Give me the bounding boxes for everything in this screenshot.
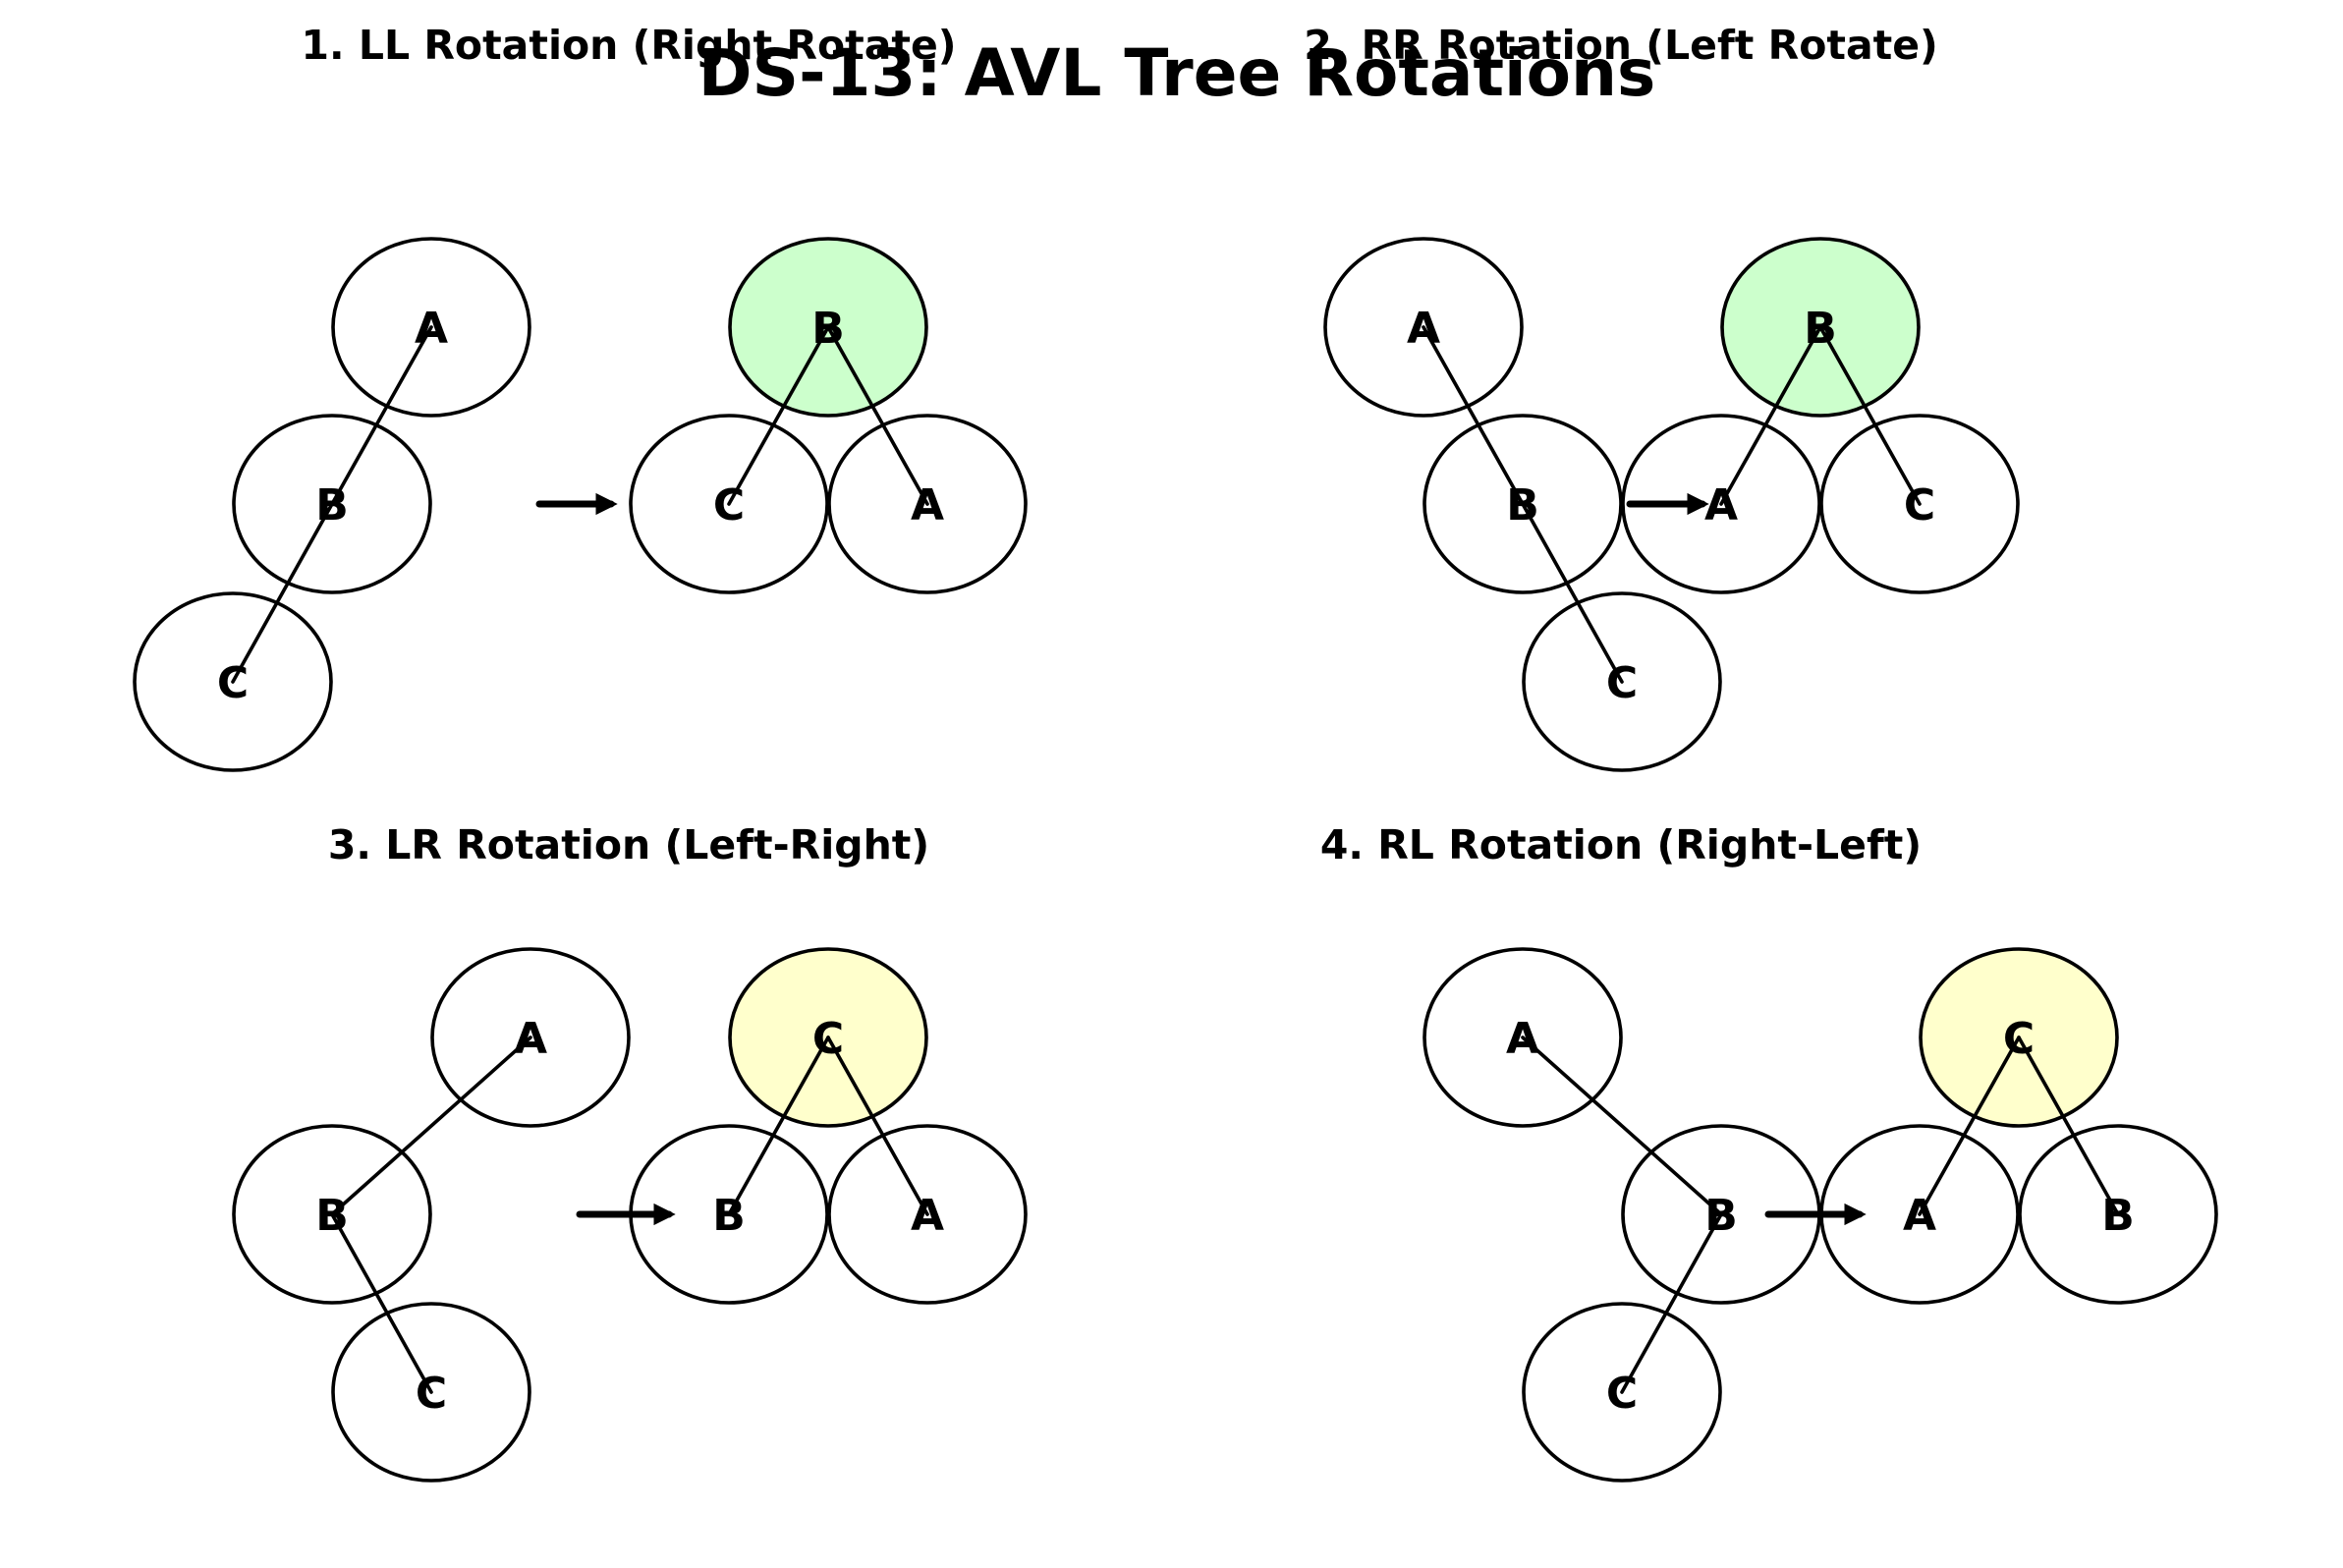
lr-before-label-c: C: [416, 1369, 447, 1419]
rr-before-label-c: C: [1606, 658, 1638, 708]
rl-before-edge-a-b: [1521, 1036, 1723, 1216]
rr-after-edge-right: [1818, 325, 1922, 506]
rl-before-label-c: C: [1606, 1369, 1638, 1419]
panel-rl-rotation: 4. RL Rotation (Right-Left) A B C C A B: [1320, 821, 2218, 1483]
lr-before-tree: A B C: [232, 947, 631, 1483]
rl-after-label-root: C: [2003, 1014, 2035, 1064]
rr-before-edge-a-b: [1422, 325, 1525, 506]
rr-after-edge-left: [1719, 325, 1822, 506]
lr-after-edge-right: [826, 1036, 929, 1216]
lr-before-label-b: B: [315, 1191, 349, 1241]
rr-after-label-root: B: [1804, 304, 1837, 354]
lr-before-edge-a-b: [330, 1036, 532, 1216]
ll-before-tree: A B C: [133, 237, 531, 772]
rr-after-label-right: C: [1904, 480, 1935, 531]
ll-after-edge-right: [826, 325, 929, 506]
rr-before-edge-b-c: [1521, 502, 1624, 684]
rl-before-label-a: A: [1506, 1014, 1539, 1064]
panel-title-rr: 2. RR Rotation (Left Rotate): [1304, 22, 1938, 69]
rr-after-tree: B A C: [1621, 237, 2020, 594]
rr-before-label-a: A: [1407, 304, 1440, 354]
figure-title: DS-13: AVL Tree Rotations: [698, 35, 1656, 111]
lr-before-edge-b-c: [330, 1212, 433, 1394]
rl-before-label-b: B: [1704, 1191, 1738, 1241]
panel-title-ll: 1. LL Rotation (Right Rotate): [301, 22, 956, 69]
rl-after-tree: C A B: [1819, 947, 2218, 1305]
lr-before-label-a: A: [514, 1014, 547, 1064]
ll-after-tree: B C A: [629, 237, 1028, 594]
ll-before-label-a: A: [415, 304, 448, 354]
lr-after-label-left: B: [712, 1191, 746, 1241]
ll-after-label-right: A: [911, 480, 944, 531]
panel-lr-rotation: 3. LR Rotation (Left-Right) A B C C B A: [232, 821, 1028, 1483]
rr-after-label-left: A: [1704, 480, 1738, 531]
rl-after-edge-right: [2017, 1036, 2120, 1216]
lr-after-label-right: A: [911, 1191, 944, 1241]
lr-after-label-root: C: [812, 1014, 844, 1064]
rl-before-edge-b-c: [1620, 1212, 1723, 1394]
panel-title-rl: 4. RL Rotation (Right-Left): [1320, 821, 1922, 868]
panel-ll-rotation: 1. LL Rotation (Right Rotate) A B C B C …: [133, 22, 1028, 772]
ll-before-edge-a-b: [330, 325, 433, 506]
ll-before-edge-b-c: [231, 502, 334, 684]
ll-after-label-root: B: [811, 304, 845, 354]
rl-before-tree: A B C: [1423, 947, 1821, 1483]
ll-before-label-c: C: [217, 658, 249, 708]
panel-rr-rotation: 2. RR Rotation (Left Rotate) A B C B A C: [1304, 22, 2020, 772]
ll-after-label-left: C: [713, 480, 745, 531]
panel-title-lr: 3. LR Rotation (Left-Right): [328, 821, 929, 868]
ll-after-edge-left: [727, 325, 830, 506]
rl-after-label-right: B: [2101, 1191, 2135, 1241]
rl-after-label-left: A: [1903, 1191, 1936, 1241]
rr-before-tree: A B C: [1323, 237, 1722, 772]
lr-after-tree: C B A: [629, 947, 1028, 1305]
lr-after-edge-left: [727, 1036, 830, 1216]
ll-before-label-b: B: [315, 480, 349, 531]
rl-after-edge-left: [1918, 1036, 2021, 1216]
rr-before-label-b: B: [1506, 480, 1539, 531]
